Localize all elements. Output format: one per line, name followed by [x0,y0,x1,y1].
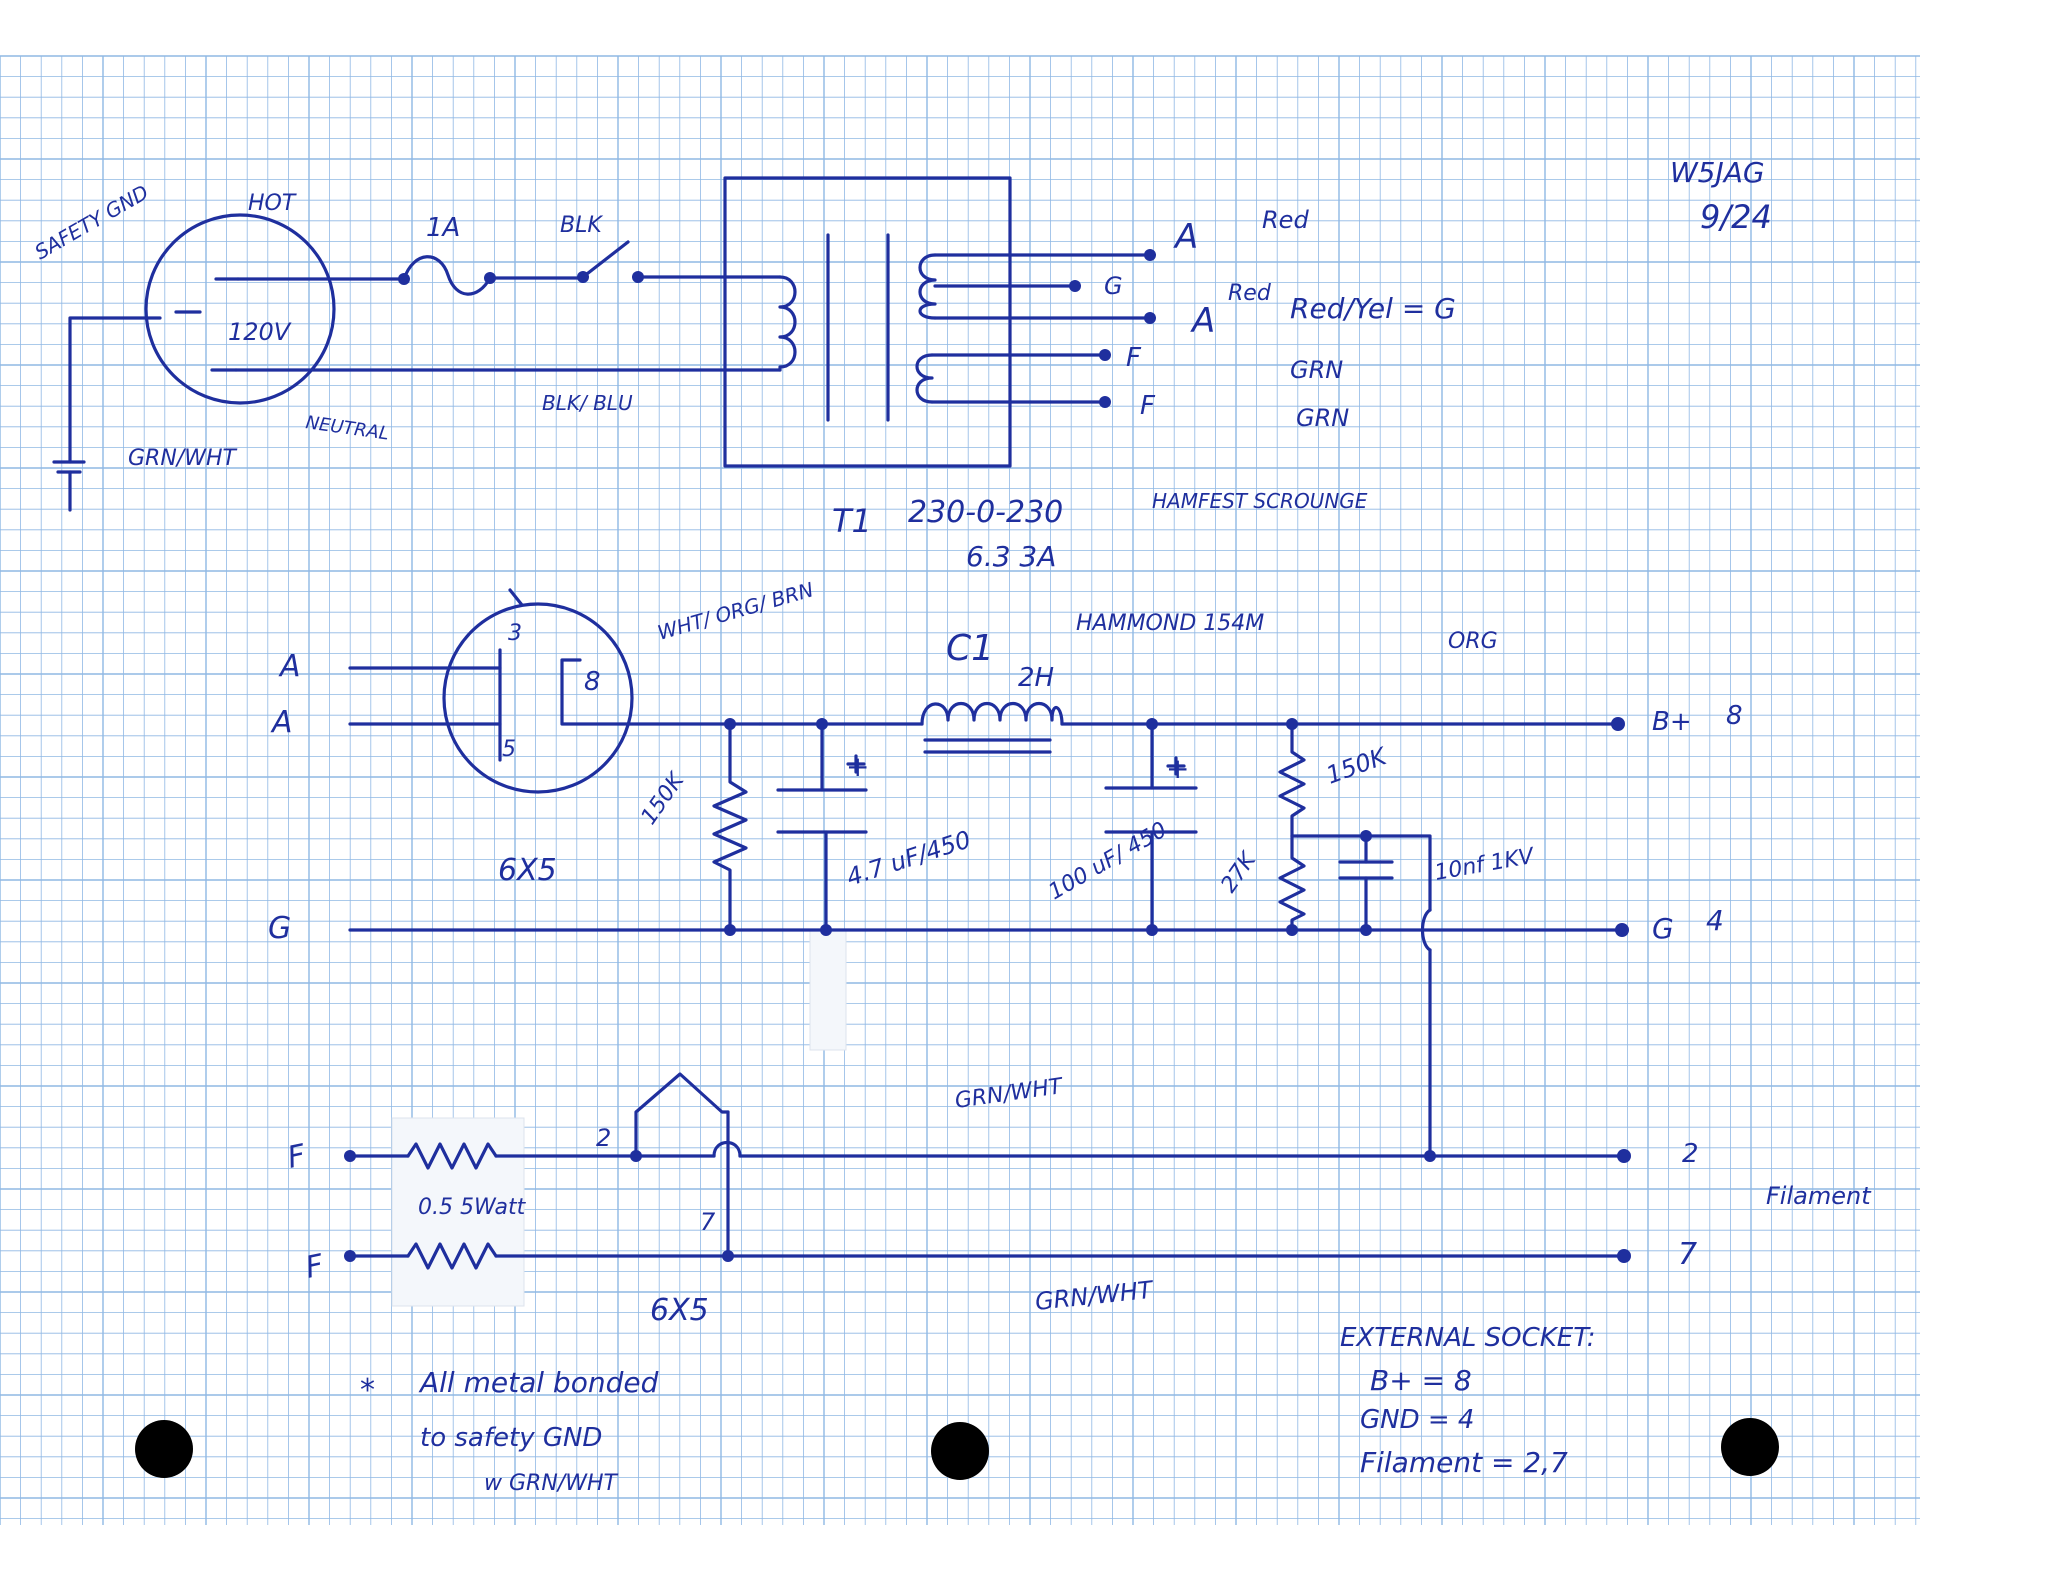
choke-ref: C1 [946,628,994,669]
transformer-hv-rating: 230-0-230 [908,495,1063,530]
socket-b-plus: B+ = 8 [1370,1364,1472,1397]
power-transformer [723,176,1156,468]
filter-capacitor-1 [776,722,868,932]
ground-pin: 4 [1706,904,1724,937]
filter-choke [920,702,1064,754]
ground-out: G [1652,912,1674,945]
choke-value: 2H [1018,663,1054,693]
fil-out-pin7: 7 [1678,1237,1697,1272]
tape-patch [809,929,847,1051]
bond-note-star: * [360,1373,375,1408]
choke-model: HAMMOND 154M [1076,611,1264,636]
divider-resistor-27k [1278,834,1306,932]
pin-f1-label: F [1126,343,1142,373]
binder-hole [135,1420,193,1478]
capacitor-plus-mark: + [846,750,869,783]
transformer-fil-rating: 6.3 3A [966,540,1056,573]
pin-a2-label: A [1190,301,1215,341]
socket-filament: Filament = 2,7 [1360,1446,1568,1479]
capacitor-plus-mark: + [1166,752,1189,785]
wire-red-2: Red [1228,281,1272,306]
rect-pin5: 5 [502,737,516,762]
mains-plug [144,213,336,405]
bond-note-1: All metal bonded [418,1366,659,1399]
rectifier-tube-6x5 [348,588,762,794]
wire-red-1: Red [1262,206,1309,234]
binder-hole [1721,1418,1779,1476]
rect-input-a2: A [270,705,293,740]
filter-capacitor-2 [1104,722,1198,932]
fil-resistor-label: 0.5 5Watt [418,1195,527,1220]
divider-resistor-150k [1278,722,1306,838]
grn-wht-label: GRN/WHT [128,446,237,471]
b-plus-pin: 8 [1726,701,1743,731]
pin-a1-label: A [1173,217,1198,257]
neutral-wire-label: BLK/ BLU [542,391,633,415]
filament-circuit [344,1072,1631,1270]
socket-gnd: GND = 4 [1360,1405,1474,1435]
b-plus-out: B+ [1652,707,1692,737]
wire-grn-2: GRN [1296,404,1349,432]
safety-ground-symbol [52,316,162,512]
socket-title: EXTERNAL SOCKET: [1340,1323,1595,1353]
fil-pin2: 2 [596,1124,611,1152]
rect-tube-label: 6X5 [498,853,557,888]
rect-input-a1: A [278,649,301,684]
fil-tube-label: 6X5 [650,1293,709,1328]
switch-wire-label: BLK [560,213,603,238]
drawing-date: 9/24 [1700,198,1772,236]
hot-wire [236,255,582,296]
callsign: W5JAG [1670,156,1765,189]
bleeder-resistor [712,722,748,932]
rect-input-g: G [268,911,291,946]
bond-note-3: w GRN/WHT [484,1471,618,1496]
center-tap-note: Red/Yel = G [1290,292,1456,325]
fil-pin7: 7 [700,1208,716,1236]
pin-g-label: G [1104,272,1123,300]
filament-label: Filament [1766,1182,1872,1210]
hot-label: HOT [248,191,297,216]
wire-grn-1: GRN [1290,356,1343,384]
bond-note-2: to safety GND [420,1423,602,1453]
fil-out-pin2: 2 [1682,1139,1699,1169]
transformer-ref: T1 [832,502,872,540]
rect-pin3: 3 [508,621,522,646]
b-wire-label: ORG [1448,629,1498,654]
voltage-label: 120V [228,318,292,346]
power-switch [577,240,782,283]
rect-pin8: 8 [584,667,601,697]
pin-f2-label: F [1140,391,1156,421]
binder-hole [931,1422,989,1480]
transformer-source: HAMFEST SCROUNGE [1152,489,1368,513]
fuse-label: 1A [426,213,460,243]
